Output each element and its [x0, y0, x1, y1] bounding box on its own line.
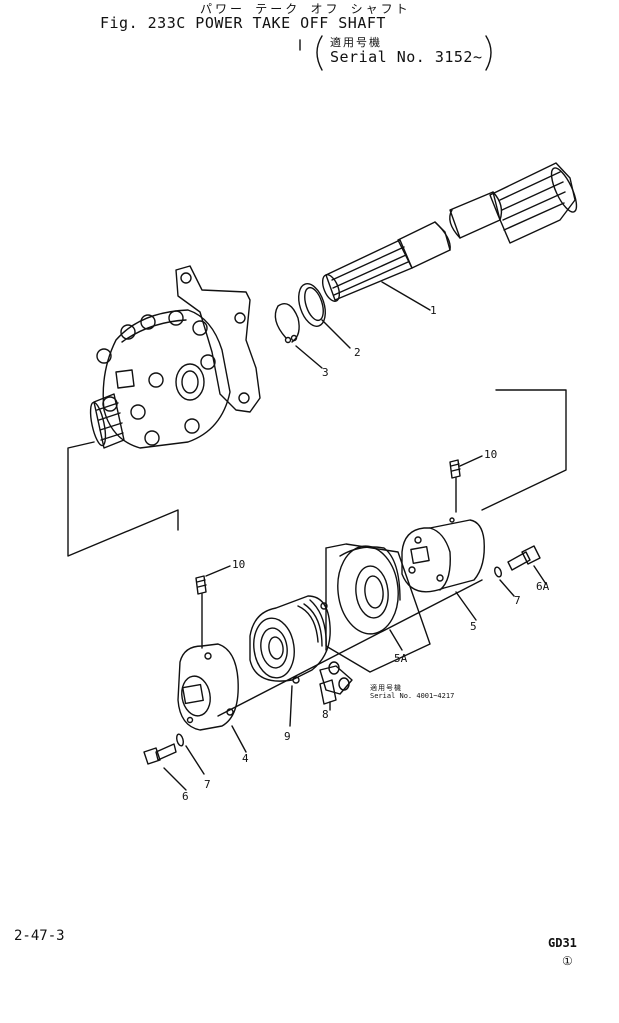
applicability-note-japanese: 適用号機 [370, 684, 402, 692]
shaft-part-1 [321, 162, 578, 311]
nut-lock-part-8 [319, 661, 353, 711]
callout-5a: 5A [394, 652, 408, 665]
flange-sleeve-part-5 [401, 517, 485, 621]
callout-7-right: 7 [514, 594, 521, 607]
snap-ring-part-3 [274, 303, 323, 369]
callout-6a: 6A [536, 580, 550, 593]
callout-1: 1 [430, 304, 437, 317]
page-number: 2-47-3 [14, 928, 65, 944]
assembly-leader-lines [67, 389, 567, 717]
ring-part-2 [298, 283, 351, 349]
bolt-part-6 [143, 743, 187, 791]
callout-5: 5 [470, 620, 477, 633]
callout-2: 2 [354, 346, 361, 359]
bolt-part-6a [507, 545, 547, 585]
callout-8: 8 [322, 708, 329, 721]
title-japanese: パワー テーク オフ シャフト [200, 2, 411, 16]
callout-10-upper: 10 [484, 448, 497, 461]
applicability-note-serial: Serial No. 4001~4217 [370, 692, 455, 700]
callout-10-lower: 10 [232, 558, 245, 571]
callout-9: 9 [284, 730, 291, 743]
grease-nipple-part-10-lower [195, 565, 231, 649]
serial-range: Serial No. 3152~ [330, 48, 483, 66]
bearing-housing-part-9 [249, 595, 331, 727]
grease-nipple-part-10-upper [449, 455, 483, 513]
revision-mark: ① [562, 954, 573, 968]
flange-coupling-part-4 [177, 643, 247, 753]
washer-part-7-right [494, 566, 515, 597]
callout-labels: 1 2 3 10 10 6A 7 5 5A 8 9 4 7 6 [182, 304, 550, 803]
washer-part-7-left [176, 733, 205, 775]
callout-6: 6 [182, 790, 189, 803]
figure-title: Fig. 233C POWER TAKE OFF SHAFT [100, 14, 386, 32]
callout-4: 4 [242, 752, 249, 765]
serial-brackets [299, 35, 492, 71]
applicability-japanese: 適用号機 [330, 36, 382, 49]
pto-housing [89, 265, 261, 449]
model-code: GD31 [548, 936, 577, 950]
callout-7-left: 7 [204, 778, 211, 791]
callout-3: 3 [322, 366, 329, 379]
